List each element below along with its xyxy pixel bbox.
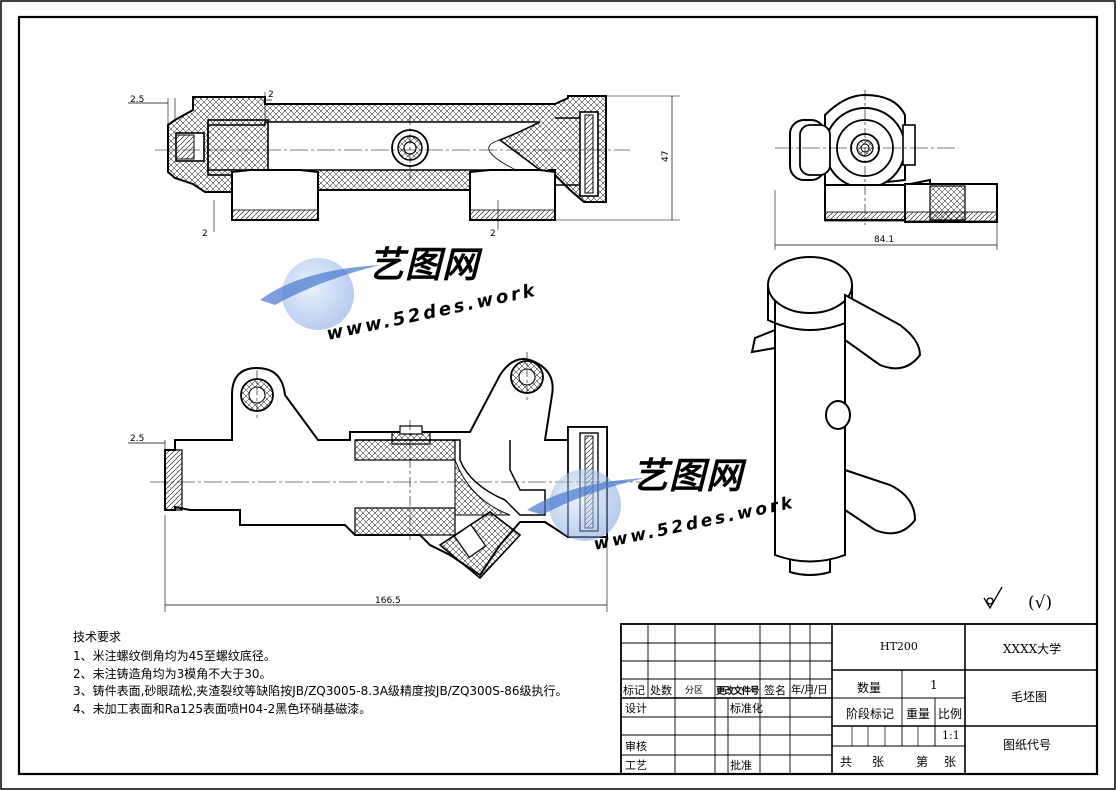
drawing-name: 毛坯图 (1011, 690, 1048, 704)
scale-value: 1:1 (942, 729, 960, 742)
label-design: 设计 (625, 702, 647, 715)
tech-requirement-3: 3、铸件表面,砂眼疏松,夹渣裂纹等缺陷按JB/ZQ3005-8.3A级精度按JB… (73, 684, 568, 698)
dim-2-bottom-left: 2 (202, 229, 208, 239)
tech-requirement-2: 2、未注铸造角均为3模角不大于30。 (73, 667, 272, 681)
dim-47: 47 (661, 151, 671, 162)
top-view (128, 352, 640, 612)
label-review: 审核 (625, 740, 647, 753)
dim-166-5: 166.5 (375, 596, 401, 606)
label-process: 工艺 (625, 759, 647, 772)
drawing-code-label: 图纸代号 (1003, 738, 1052, 752)
watermark-lower (527, 469, 645, 541)
title-block-grid (620, 623, 1098, 775)
isometric-view (750, 256, 922, 576)
label-zone: 分区 (685, 686, 704, 696)
label-change-doc: 更改文件号 (716, 686, 760, 697)
front-section-view (128, 92, 680, 232)
dim-2-bottom-right: 2 (490, 229, 496, 239)
label-mark: 标记 (623, 684, 645, 697)
watermark-name-upper: 艺图网 (368, 245, 483, 286)
page-sheets-label: 张 (944, 755, 957, 769)
total-label: 共 (840, 755, 853, 769)
weight-label: 重量 (906, 707, 931, 721)
label-count: 处数 (650, 684, 672, 697)
roughness-symbol-paren: (√) (1028, 593, 1052, 613)
quantity-label: 数量 (857, 681, 882, 695)
watermark-name-lower: 艺图网 (632, 456, 747, 497)
watermark-upper (260, 258, 380, 330)
side-view (774, 90, 998, 250)
dim-84-1: 84.1 (874, 235, 894, 245)
tech-requirement-1: 1、米注螺纹倒角均为45至螺纹底径。 (73, 649, 276, 663)
dim-2-5-lower: 2.5 (130, 434, 144, 444)
material-value: HT200 (880, 640, 918, 653)
dim-2-5-top: 2.5 (130, 95, 144, 105)
tech-requirement-4: 4、未加工表面和Ra125表面喷H04-2黑色环硝基磁漆。 (73, 702, 372, 716)
tech-requirements-title: 技术要求 (73, 630, 122, 644)
sheets-label: 张 (872, 755, 885, 769)
quantity-value: 1 (930, 678, 938, 692)
school-name: XXXX大学 (1003, 642, 1062, 656)
label-standard: 标准化 (730, 702, 763, 715)
label-approve: 批准 (730, 759, 752, 772)
label-date: 年/月/日 (791, 684, 828, 696)
scale-label: 比例 (938, 707, 963, 721)
stage-label: 阶段标记 (846, 707, 895, 721)
roughness-check-icon (983, 586, 1003, 610)
label-sign: 签名 (764, 684, 786, 697)
dim-2-top: 2 (268, 90, 274, 100)
page-label: 第 (916, 755, 929, 769)
